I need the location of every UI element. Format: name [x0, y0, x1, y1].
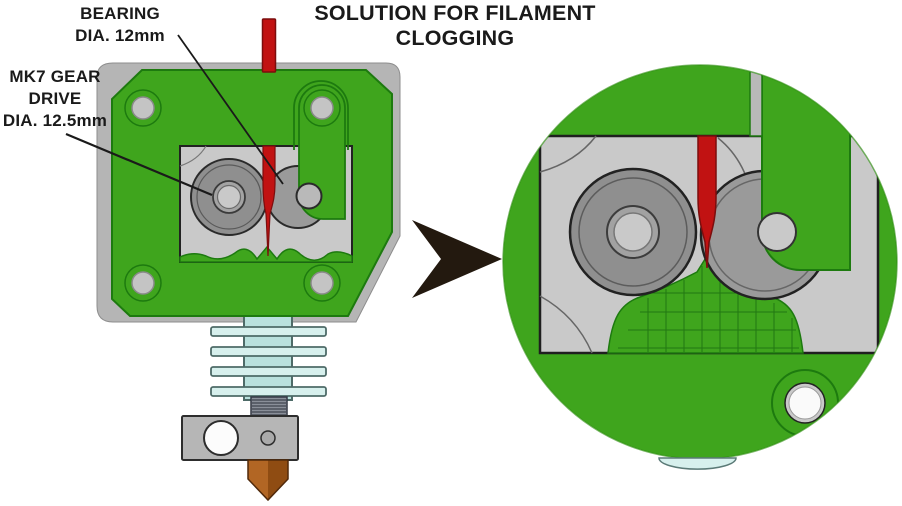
page-title: SOLUTION FOR FILAMENT CLOGGING	[295, 1, 615, 51]
bearing-leader-line	[177, 34, 284, 185]
heatsink	[210, 309, 327, 401]
title-line-1: SOLUTION FOR FILAMENT	[314, 1, 596, 25]
screw-hole	[303, 89, 341, 127]
lever-slot	[293, 80, 349, 150]
leader-lines	[65, 34, 284, 197]
lever-bolt	[295, 182, 323, 210]
nozzle	[247, 459, 289, 502]
bearing-label-line-1: BEARING	[80, 4, 160, 23]
screw-hole	[124, 89, 162, 127]
extruder-assembly	[96, 18, 401, 502]
zoom-arrow-icon	[412, 220, 502, 298]
idler-cavity	[179, 245, 353, 263]
gear-leader-line	[65, 132, 213, 197]
mesh-grid	[618, 266, 799, 352]
heater-block	[181, 415, 299, 461]
filament-rod	[261, 18, 277, 73]
heater-cartridge-hole	[203, 420, 239, 456]
threaded-barrel	[250, 396, 288, 418]
mk7-gear-label: MK7 GEAR DRIVE DIA. 12.5mm	[0, 66, 110, 132]
screw-hole	[303, 264, 341, 302]
title-line-2: CLOGGING	[395, 26, 515, 50]
thermistor-hole	[260, 430, 276, 446]
gear-label-line-1: MK7 GEAR	[9, 67, 101, 86]
contour-line	[179, 145, 207, 167]
heatsink-peek	[658, 457, 737, 470]
drive-gear	[190, 158, 268, 236]
gear-label-line-2: DRIVE	[28, 89, 82, 108]
magnified-filament	[697, 135, 717, 269]
filament-in-recess	[262, 145, 276, 257]
lever-bolt	[757, 212, 797, 252]
bearing-label: BEARING DIA. 12mm	[55, 3, 185, 47]
screw-hole	[124, 264, 162, 302]
contour-line	[539, 135, 597, 173]
screw-holes	[124, 89, 341, 302]
magnified-drive-gear	[568, 167, 698, 297]
gear-label-line-3: DIA. 12.5mm	[2, 111, 108, 130]
bearing-label-line-2: DIA. 12mm	[75, 26, 165, 45]
contour-line	[539, 295, 593, 354]
